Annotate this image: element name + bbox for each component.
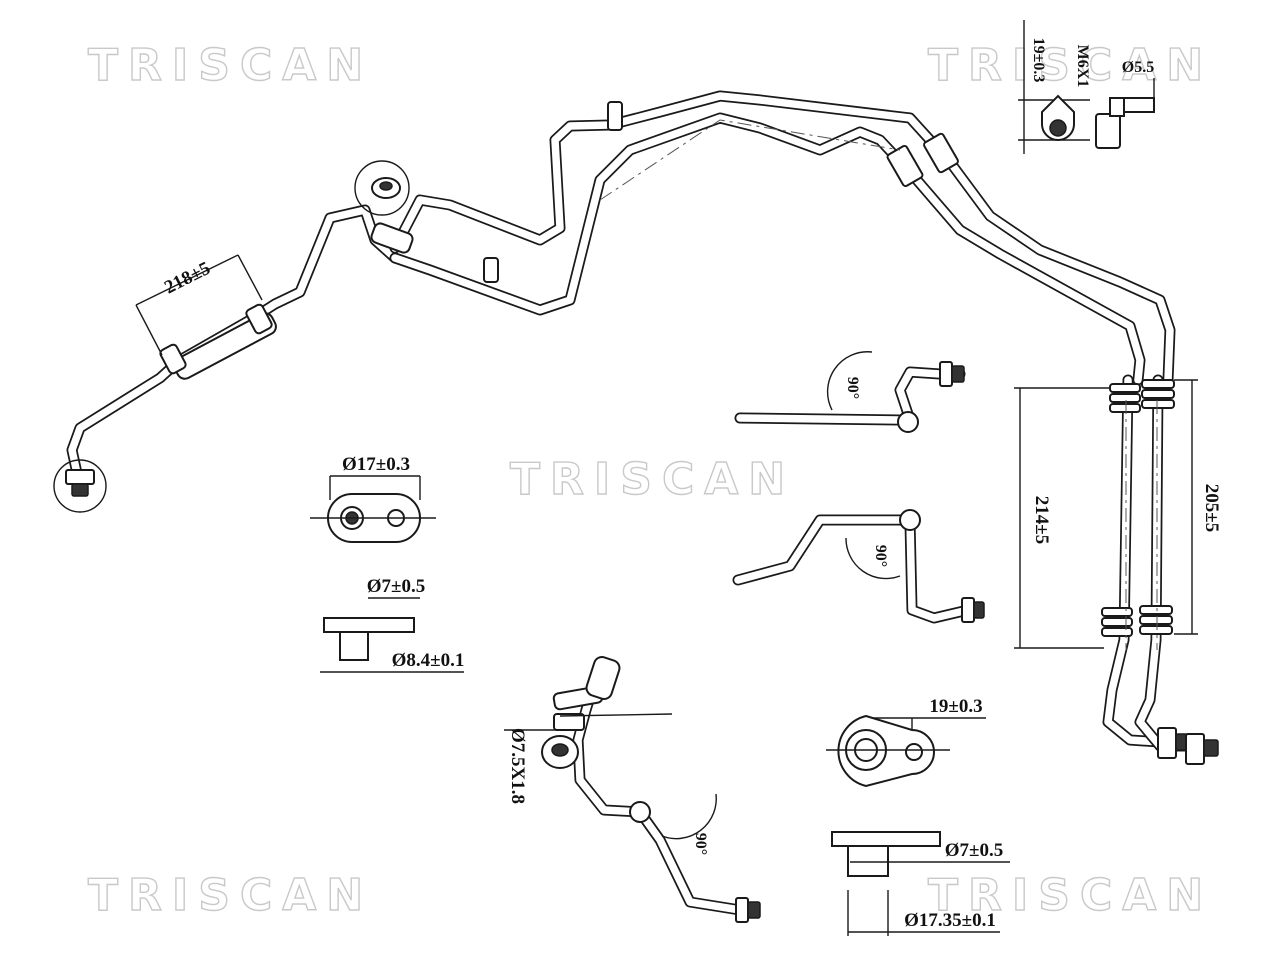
- section-top-right: 19±0.3 M6X1 Ø5.5: [1018, 20, 1155, 154]
- angle2-label: 90°: [872, 545, 889, 567]
- bend-detail-1: 90°: [734, 351, 966, 433]
- sec1-c-label: Ø5.5: [1122, 59, 1154, 76]
- watermark-top-left: TRISCAN: [88, 40, 373, 91]
- flange1-hole-label: Ø7±0.5: [367, 576, 425, 597]
- clip-width-label: Ø7.5X1.8: [507, 728, 528, 804]
- angle1-label: 90°: [844, 377, 861, 399]
- right-length-dimensions: 214±5 205±5: [1014, 379, 1222, 649]
- flange2-width-label: 19±0.3: [929, 696, 982, 717]
- watermark-top-right: TRISCAN: [928, 40, 1213, 91]
- flange2-hole-label: Ø7±0.5: [945, 840, 1003, 861]
- flange1-width-label: Ø17±0.3: [342, 454, 410, 475]
- detail-circle-top: [354, 160, 410, 216]
- sec1-b-label: M6X1: [1074, 45, 1091, 88]
- flange-detail-1: Ø17±0.3 Ø7±0.5 Ø8.4±0.1: [310, 454, 465, 673]
- sec1-a-label: 19±0.3: [1030, 38, 1047, 83]
- watermark-bottom-left: TRISCAN: [88, 870, 373, 921]
- right-length-a-label: 214±5: [1031, 496, 1052, 544]
- flange-detail-2: 19±0.3 Ø7±0.5 Ø17.35±0.1: [826, 696, 1010, 936]
- main-pipe-assembly: [53, 90, 1219, 765]
- watermark-center: TRISCAN: [510, 454, 795, 505]
- bend-detail-2: 90°: [732, 509, 985, 624]
- right-length-b-label: 205±5: [1201, 484, 1222, 532]
- right-couplings: [1101, 379, 1175, 637]
- end-fittings: [53, 101, 1219, 765]
- angle3-label: 90°: [692, 833, 709, 855]
- watermark-bottom-right: TRISCAN: [928, 870, 1213, 921]
- flange2-spigot-label: Ø17.35±0.1: [904, 910, 996, 931]
- watermarks: TRISCAN TRISCAN TRISCAN TRISCAN TRISCAN: [87, 39, 1213, 921]
- hose-length-label: 218±5: [161, 258, 214, 299]
- flange1-spigot-label: Ø8.4±0.1: [392, 650, 465, 671]
- detail-circle-left: [53, 459, 107, 513]
- bend-detail-3: Ø7.5X1.8 90°: [504, 656, 761, 923]
